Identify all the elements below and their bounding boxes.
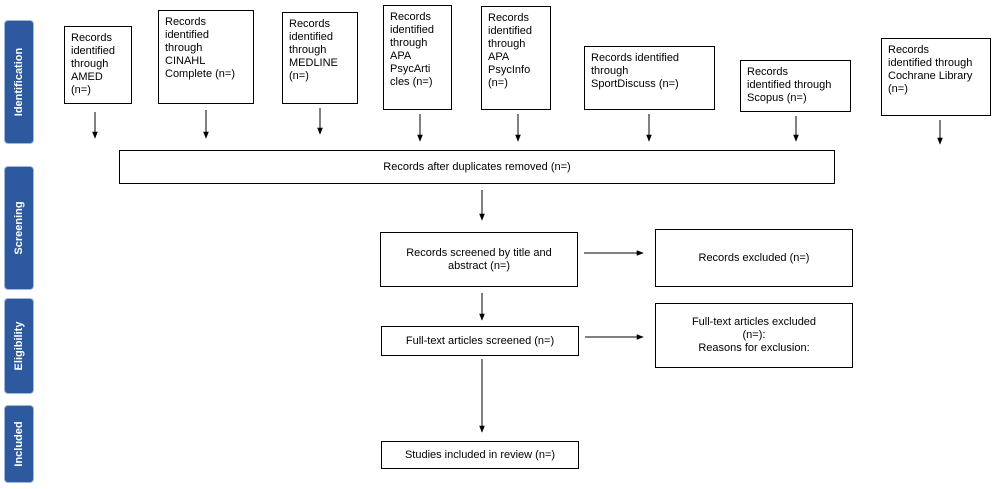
fulltext-excluded-box: Full-text articles excluded (n=): Reason… xyxy=(655,303,853,368)
source-psycarticles-box: Records identified through APA PsycArti … xyxy=(383,5,452,110)
records-screened-box: Records screened by title and abstract (… xyxy=(380,232,578,287)
phase-eligibility: Eligibility xyxy=(4,298,34,394)
phase-identification: Identification xyxy=(4,20,34,144)
source-medline-box: Records identified through MEDLINE (n=) xyxy=(282,12,358,104)
studies-included-box: Studies included in review (n=) xyxy=(381,441,579,469)
source-psycinfo-box: Records identified through APA PsycInfo … xyxy=(481,6,551,110)
phase-included: Included xyxy=(4,405,34,483)
fulltext-screened-box: Full-text articles screened (n=) xyxy=(381,326,579,356)
records-excluded-box: Records excluded (n=) xyxy=(655,229,853,287)
source-scopus-box: Records identified through Scopus (n=) xyxy=(740,60,851,112)
source-cinahl-box: Records identified through CINAHL Comple… xyxy=(158,10,254,104)
duplicates-removed-box: Records after duplicates removed (n=) xyxy=(119,150,835,184)
phase-screening: Screening xyxy=(4,166,34,290)
source-amed-box: Records identified through AMED (n=) xyxy=(64,26,132,104)
source-cochrane-box: Records identified through Cochrane Libr… xyxy=(881,38,991,116)
source-sportdiscuss-box: Records identified through SportDiscuss … xyxy=(584,46,715,110)
